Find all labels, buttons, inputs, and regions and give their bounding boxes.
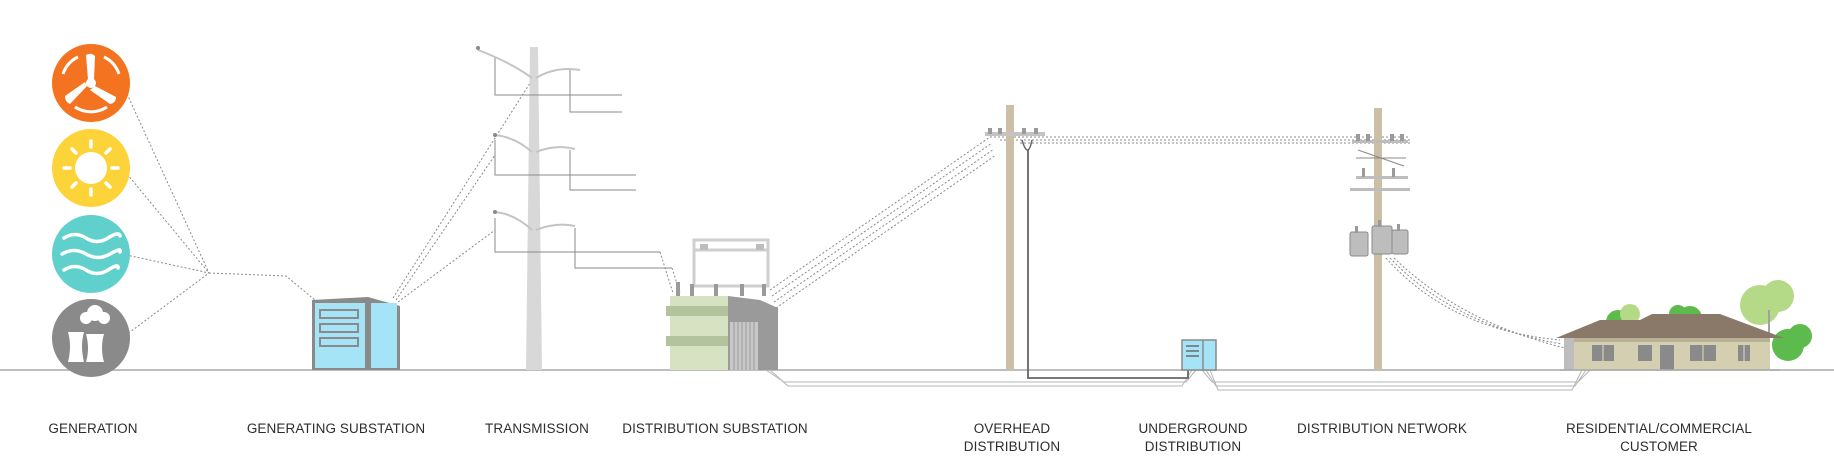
residential-house — [1556, 280, 1812, 370]
label-customer: RESIDENTIAL/COMMERCIAL CUSTOMER — [1566, 421, 1752, 454]
label-generation: GENERATION — [48, 421, 138, 436]
generation-sources — [52, 44, 316, 377]
generating-substation — [312, 297, 400, 370]
label-transmission: TRANSMISSION — [485, 421, 589, 436]
wind-turbine-icon — [52, 44, 130, 122]
power-plant-icon — [52, 299, 130, 377]
label-distribution-network: DISTRIBUTION NETWORK — [1297, 421, 1467, 436]
label-distribution-substation: DISTRIBUTION SUBSTATION — [622, 421, 808, 436]
label-overhead-distribution: OVERHEAD DISTRIBUTION — [963, 421, 1061, 454]
transmission-tower — [476, 46, 672, 370]
sun-icon — [52, 129, 130, 207]
overhead-distribution-pole — [985, 105, 1189, 379]
distribution-network-pole — [1349, 108, 1566, 370]
water-waves-icon — [52, 215, 130, 293]
label-underground-distribution: UNDERGROUND DISTRIBUTION — [1138, 421, 1248, 454]
label-generating-substation: GENERATING SUBSTATION — [246, 421, 426, 436]
distribution-substation — [666, 238, 778, 370]
underground-transformer — [1181, 339, 1217, 371]
